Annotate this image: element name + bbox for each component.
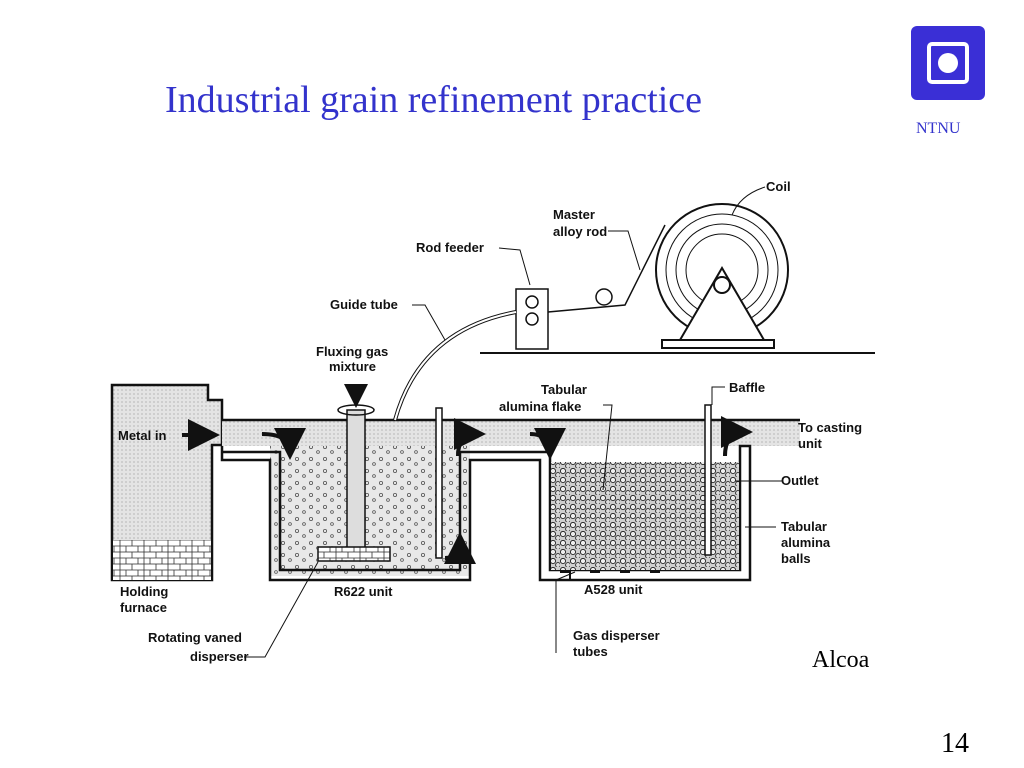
flow-arrows: [182, 416, 753, 565]
label-a528-unit: A528 unit: [584, 582, 643, 597]
label-outlet: Outlet: [781, 473, 819, 488]
label-holding: Holding: [120, 584, 168, 599]
label-mixture: mixture: [329, 359, 376, 374]
label-gas-disperser: Gas disperser: [573, 628, 660, 643]
label-rotating-vaned: Rotating vaned: [148, 630, 242, 645]
launder: [222, 418, 800, 446]
label-tabular-balls: Tabular: [781, 519, 827, 534]
label-tabular-flake: Tabular: [541, 382, 587, 397]
label-unit: unit: [798, 436, 822, 451]
logo-square-icon: [927, 42, 969, 84]
page-number: 14: [941, 728, 969, 759]
label-to-casting: To casting: [798, 420, 862, 435]
label-baffle: Baffle: [729, 380, 765, 395]
holding-furnace: [110, 383, 224, 582]
image-credit: Alcoa: [812, 647, 870, 673]
logo-dot-icon: [938, 53, 958, 73]
ntnu-logo: [911, 26, 985, 100]
label-disperser: disperser: [190, 649, 249, 664]
label-alloy-rod: alloy rod: [553, 224, 607, 239]
slide-title: Industrial grain refinement practice: [165, 79, 703, 121]
label-coil: Coil: [766, 179, 791, 194]
coil-assembly: [393, 203, 875, 421]
label-fluxing-gas: Fluxing gas: [316, 344, 388, 359]
label-alumina-flake: alumina flake: [499, 399, 581, 414]
logo-text: NTNU: [916, 120, 961, 137]
label-alumina: alumina: [781, 535, 831, 550]
leader-lines: [244, 186, 783, 658]
label-r622-unit: R622 unit: [334, 584, 393, 599]
label-balls: balls: [781, 551, 811, 566]
label-master: Master: [553, 207, 595, 222]
label-furnace: furnace: [120, 600, 167, 615]
label-metal-in: Metal in: [118, 428, 166, 443]
label-tubes: tubes: [573, 644, 608, 659]
a528-vessel: [551, 404, 739, 580]
label-guide-tube: Guide tube: [330, 297, 398, 312]
label-rod-feeder: Rod feeder: [416, 240, 484, 255]
